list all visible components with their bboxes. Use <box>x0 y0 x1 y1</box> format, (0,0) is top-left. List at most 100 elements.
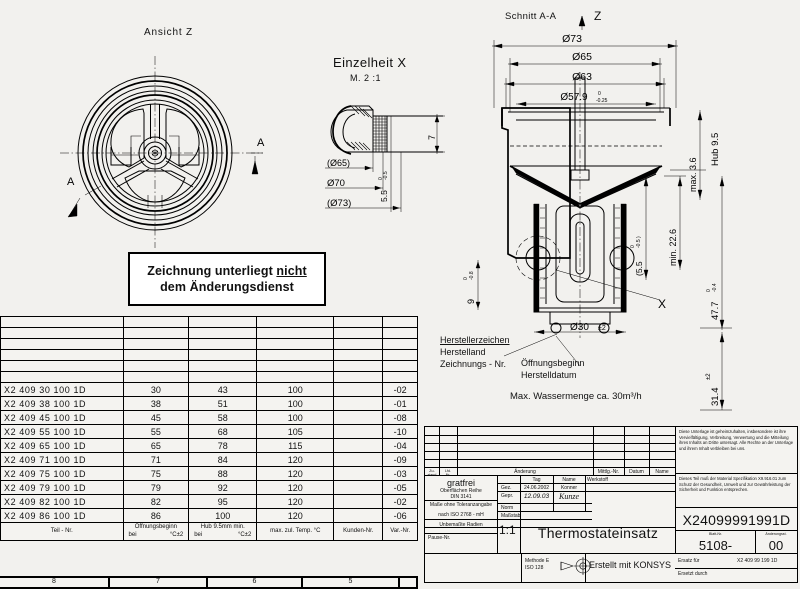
svg-text:-0.5 ): -0.5 ) <box>636 236 642 248</box>
table-cell <box>122 316 190 328</box>
table-cell <box>0 371 124 383</box>
cell-max-temp: 120 <box>256 508 335 523</box>
dim-9: 9 <box>466 299 476 304</box>
cell-part-no: X2 409 79 100 1D <box>0 480 124 495</box>
cell-opening: 82 <box>122 494 190 509</box>
cell-max-temp: 100 <box>256 410 335 425</box>
detail-x-title: Einzelheit X <box>333 55 407 70</box>
table-cell <box>188 371 258 383</box>
table-cell <box>382 316 418 328</box>
dim-d579: Ø57.9 <box>560 92 588 103</box>
section-aa-annotations <box>503 333 581 367</box>
cell-opening: 30 <box>122 382 190 397</box>
table-cell <box>188 360 258 372</box>
table-cell <box>256 316 335 328</box>
cell-customer-no <box>333 508 384 523</box>
table-cell <box>256 371 335 383</box>
label-gepr: Gepr. <box>501 493 514 499</box>
table-cell <box>382 338 418 350</box>
table-cell <box>188 327 258 339</box>
label-ersetzt-durch: Ersetzt durch <box>678 571 708 577</box>
annotation-herstellerzeichen: Herstellerzeichen <box>440 335 510 345</box>
legal-note-material-spec: Dieses Teil muß der Material Spezifikati… <box>679 476 791 493</box>
note-masse: Maße ohne Toleranzangabe <box>429 502 493 508</box>
max-water-note: Max. Wassermenge ca. 30m³/h <box>510 391 642 402</box>
dim-d73: Ø73 <box>562 33 582 45</box>
cell-var-no: -02 <box>382 494 418 509</box>
cell-part-no: X2 409 75 100 1D <box>0 466 124 481</box>
svg-text:-0.8: -0.8 <box>469 271 475 280</box>
cell-lift: 78 <box>188 438 258 453</box>
th-tag: Tag <box>532 477 541 483</box>
cell-opening: 65 <box>122 438 190 453</box>
change-service-notice: Zeichnung unterliegt nicht dem Änderungs… <box>128 252 326 306</box>
svg-text:0: 0 <box>598 91 601 97</box>
method-line-1: Methode E <box>525 558 550 564</box>
table-cell <box>382 327 418 339</box>
cell-part-no: X2 409 86 100 1D <box>0 508 124 523</box>
value-ersatz-fuer: X2 409 99 199 1D <box>737 558 778 564</box>
value-gepr-tag: 12.09.03 <box>523 493 550 500</box>
cell-max-temp: 100 <box>256 382 335 397</box>
ruler-mark: 7 <box>110 576 208 589</box>
method-line-2: ISO 128 <box>525 565 544 571</box>
view-z-title: Ansicht Z <box>144 27 193 38</box>
cell-max-temp: 120 <box>256 466 335 481</box>
cell-part-no: X2 409 30 100 1D <box>0 382 124 397</box>
drawing-number: X24099991991D <box>682 512 791 528</box>
cell-max-temp: 120 <box>256 480 335 495</box>
table-cell <box>333 338 384 350</box>
cell-lift: 68 <box>188 424 258 439</box>
cell-max-temp: 120 <box>256 494 335 509</box>
value-blatt-nr: 5108- <box>698 538 733 553</box>
notice-line-1: Zeichnung unterliegt nicht <box>147 264 307 278</box>
svg-text:0: 0 <box>378 177 384 180</box>
drawing-title: Thermostateinsatz <box>537 525 659 541</box>
svg-text:±2: ±2 <box>598 325 606 332</box>
th-aenderung: Änderung <box>514 469 536 475</box>
detail-callout-x: X <box>658 297 666 311</box>
cell-part-no: X2 409 55 100 1D <box>0 424 124 439</box>
label-massstab: Maßstab <box>501 513 521 519</box>
value-aenderungsstand: 00 <box>768 538 784 553</box>
cell-customer-no <box>333 438 384 453</box>
cell-lift: 84 <box>188 452 258 467</box>
table-cell <box>0 349 124 361</box>
detail-x-dim-d65: (Ø65) <box>327 158 350 168</box>
cell-var-no: -06 <box>382 508 418 523</box>
svg-text:0: 0 <box>463 277 469 280</box>
created-with: Erstellt mit KONSYS <box>589 560 672 570</box>
cell-var-no: -08 <box>382 410 418 425</box>
table-cell <box>0 338 124 350</box>
table-cell <box>122 360 190 372</box>
table-cell <box>333 360 384 372</box>
table-row-blank <box>0 316 418 328</box>
value-gez-name: Konner <box>560 485 578 491</box>
th-werkstoff: Werkstoff <box>587 477 608 483</box>
notice-text-1: Zeichnung unterliegt nicht <box>147 264 307 278</box>
cell-var-no: -01 <box>382 396 418 411</box>
label-ersatz-fuer: Ersatz für <box>678 558 700 564</box>
note-gratfrei: gratfrei <box>446 478 475 488</box>
annotation-herstelldatum: Herstelldatum <box>521 370 577 380</box>
th-kunden-nr: Kunden-Nr. <box>333 522 384 541</box>
cell-customer-no <box>333 494 384 509</box>
cell-var-no: -10 <box>382 424 418 439</box>
detail-x-dim-55: 5.5 <box>379 190 389 202</box>
dim-477: 47.7 <box>710 302 721 321</box>
cell-max-temp: 120 <box>256 452 335 467</box>
table-row-blank <box>0 371 418 383</box>
ruler-mark-blank <box>400 576 418 589</box>
detail-x-scale: M. 2 :1 <box>350 73 382 83</box>
th-teil-nr: Teil - Nr. <box>0 522 124 541</box>
cell-part-no: X2 409 71 100 1D <box>0 452 124 467</box>
cell-opening: 55 <box>122 424 190 439</box>
